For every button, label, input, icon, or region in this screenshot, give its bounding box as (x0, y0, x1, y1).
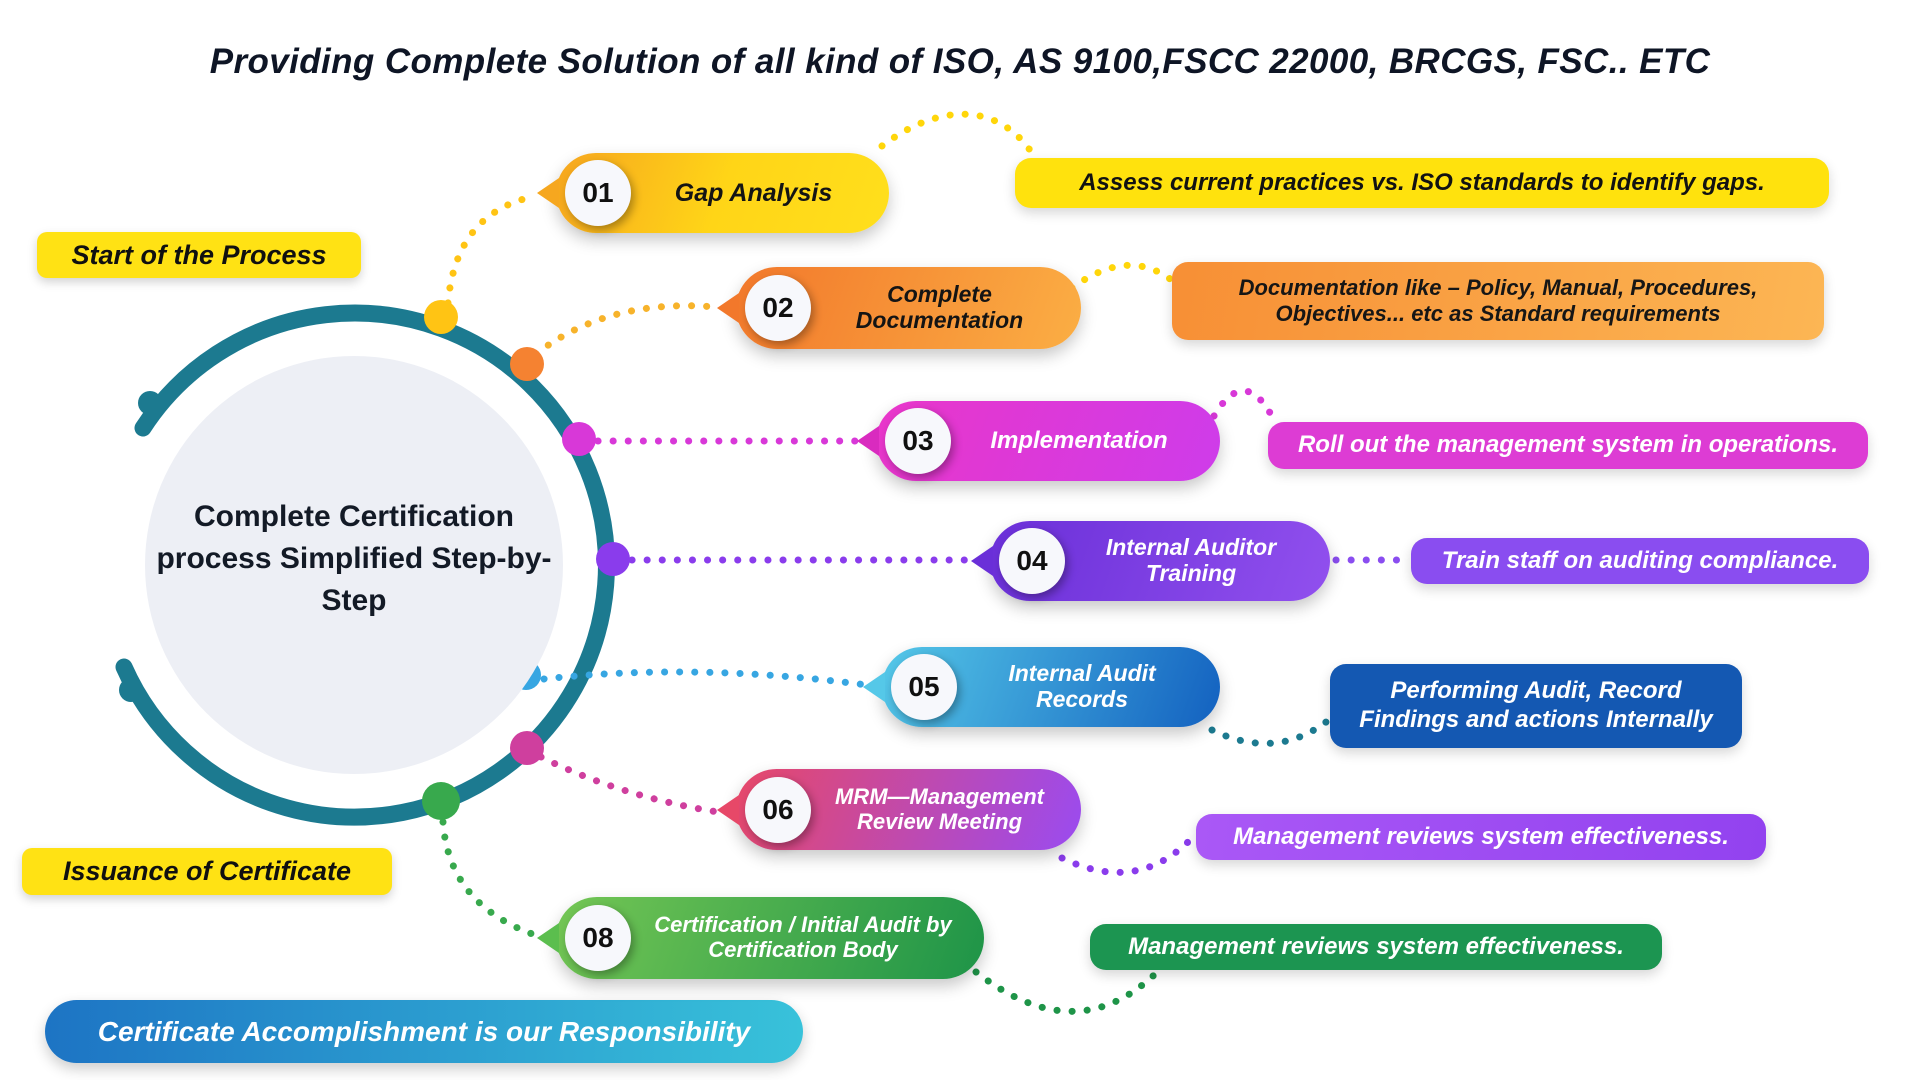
pill-tail-icon (717, 794, 739, 825)
ring-node-01 (424, 300, 458, 334)
ring-end-dot-top (138, 391, 162, 415)
ring-end-dot-bottom (119, 678, 143, 702)
step-pill-06: 06 MRM—Management Review Meeting (717, 769, 1081, 850)
step-label-02: Complete Documentation (855, 281, 1024, 333)
desc-box-04: Train staff on auditing compliance. (1411, 538, 1869, 584)
desc-box-05: Performing Audit, Record Findings and ac… (1330, 664, 1742, 748)
connector-02 (532, 302, 720, 358)
step-pill-08: 08 Certification / Initial Audit by Cert… (537, 897, 984, 979)
connector-01 (444, 192, 540, 307)
step-label-04: Internal Auditor Training (1105, 534, 1277, 586)
badge-start-of-process: Start of the Process (37, 232, 361, 278)
pill-tail-icon (717, 293, 739, 323)
step-number-04: 04 (999, 528, 1065, 594)
connector-05-desc (1208, 708, 1342, 747)
center-circle (145, 356, 563, 774)
desc-box-02: Documentation like – Policy, Manual, Pro… (1172, 262, 1824, 340)
step-number-02: 02 (745, 275, 811, 341)
desc-box-03: Roll out the management system in operat… (1268, 422, 1868, 469)
step-label-08: Certification / Initial Audit by Certifi… (654, 912, 952, 962)
connector-06 (537, 753, 722, 816)
connector-05 (540, 668, 878, 690)
pill-tail-icon (537, 178, 559, 208)
desc-box-01: Assess current practices vs. ISO standar… (1015, 158, 1829, 208)
connector-06-desc (1058, 836, 1194, 876)
desc-box-06: Management reviews system effectiveness. (1196, 814, 1766, 860)
step-label-03: Implementation (990, 426, 1168, 454)
ring-node-06 (510, 731, 544, 765)
badge-issuance-of-certificate: Issuance of Certificate (22, 848, 392, 895)
step-label-05: Internal Audit Records (1008, 660, 1156, 712)
step-pill-02: 02 Complete Documentation (717, 267, 1081, 349)
ring-node-03 (562, 422, 596, 456)
step-number-08: 08 (565, 905, 631, 971)
connector-08 (439, 818, 542, 940)
page-title: Providing Complete Solution of all kind … (209, 42, 1711, 81)
step-number-01: 01 (565, 160, 631, 226)
connector-03-desc (1210, 387, 1280, 428)
step-pill-05: 05 Internal Audit Records (863, 647, 1220, 727)
pill-tail-icon (857, 426, 879, 456)
ring-node-04 (596, 542, 630, 576)
pill-tail-icon (537, 923, 559, 953)
desc-box-08: Management reviews system effectiveness. (1090, 924, 1662, 970)
step-label-01: Gap Analysis (674, 179, 833, 207)
step-number-03: 03 (885, 408, 951, 474)
pill-tail-icon (971, 546, 993, 576)
step-pill-03: 03 Implementation (857, 401, 1220, 481)
step-number-06: 06 (745, 776, 811, 843)
bottom-banner: Certificate Accomplishment is our Respon… (45, 1000, 803, 1063)
step-pill-01: 01 Gap Analysis (537, 153, 889, 233)
ring-node-08 (422, 782, 460, 820)
step-pill-04: 04 Internal Auditor Training (971, 521, 1330, 601)
center-circle-text: Complete Certification process Simplifie… (156, 500, 552, 617)
step-number-05: 05 (891, 654, 957, 720)
step-label-06: MRM—Management Review Meeting (834, 783, 1044, 834)
ring-node-02 (510, 347, 544, 381)
pill-tail-icon (863, 672, 885, 702)
